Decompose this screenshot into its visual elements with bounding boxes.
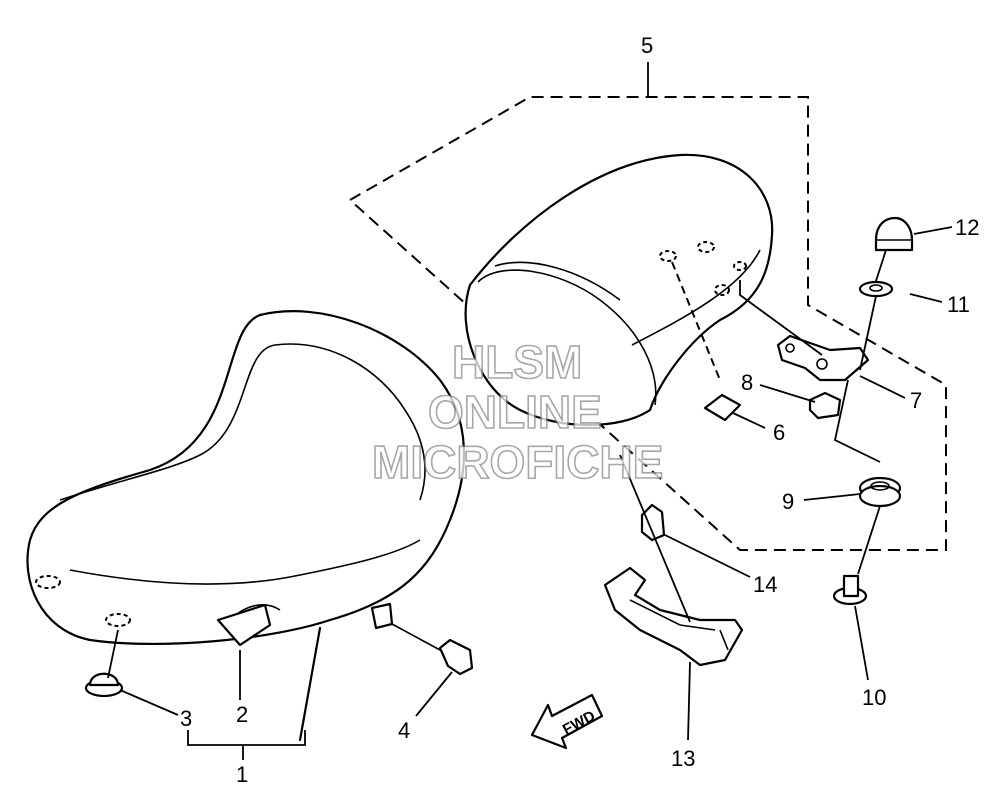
callout-12: 12 [955, 215, 979, 240]
part-4-bolt [391, 623, 474, 676]
part-10-collar [832, 574, 868, 606]
passenger-seat [464, 153, 774, 427]
callout-7: 7 [910, 388, 922, 413]
watermark-line-3: MICROFICHE [372, 436, 663, 488]
part-7-bracket [776, 334, 870, 382]
part-14-bolt [640, 503, 666, 542]
assembly-outline [348, 96, 947, 551]
part-13-bracket [603, 566, 744, 667]
watermark: HLSM ONLINE MICROFICHE [371, 335, 664, 489]
watermark-line-2: ONLINE [428, 386, 602, 438]
callout-2: 2 [236, 702, 248, 727]
callout-10: 10 [862, 685, 886, 710]
callout-13: 13 [671, 746, 695, 771]
callout-9: 9 [782, 489, 794, 514]
part-6-nut [703, 393, 742, 422]
callout-3: 3 [180, 706, 192, 731]
callout-5: 5 [641, 33, 653, 58]
callout-6: 6 [773, 420, 785, 445]
callout-1: 1 [236, 762, 248, 787]
rider-seat [26, 310, 466, 742]
part-11-washer [858, 280, 894, 298]
part-9-grommet [858, 476, 902, 508]
callout-14: 14 [753, 572, 777, 597]
seat-tab [216, 603, 272, 647]
watermark-line-1: HLSM [452, 336, 582, 388]
callout-11: 11 [947, 292, 970, 317]
part-3-damper [84, 672, 124, 698]
seat-bracket [370, 602, 394, 630]
fwd-arrow: FWD [530, 693, 604, 750]
callout-4: 4 [398, 718, 410, 743]
part-12-cap-nut [874, 216, 914, 252]
leader-lines [107, 62, 953, 760]
callout-8: 8 [741, 370, 753, 395]
part-8-nut [808, 391, 842, 420]
